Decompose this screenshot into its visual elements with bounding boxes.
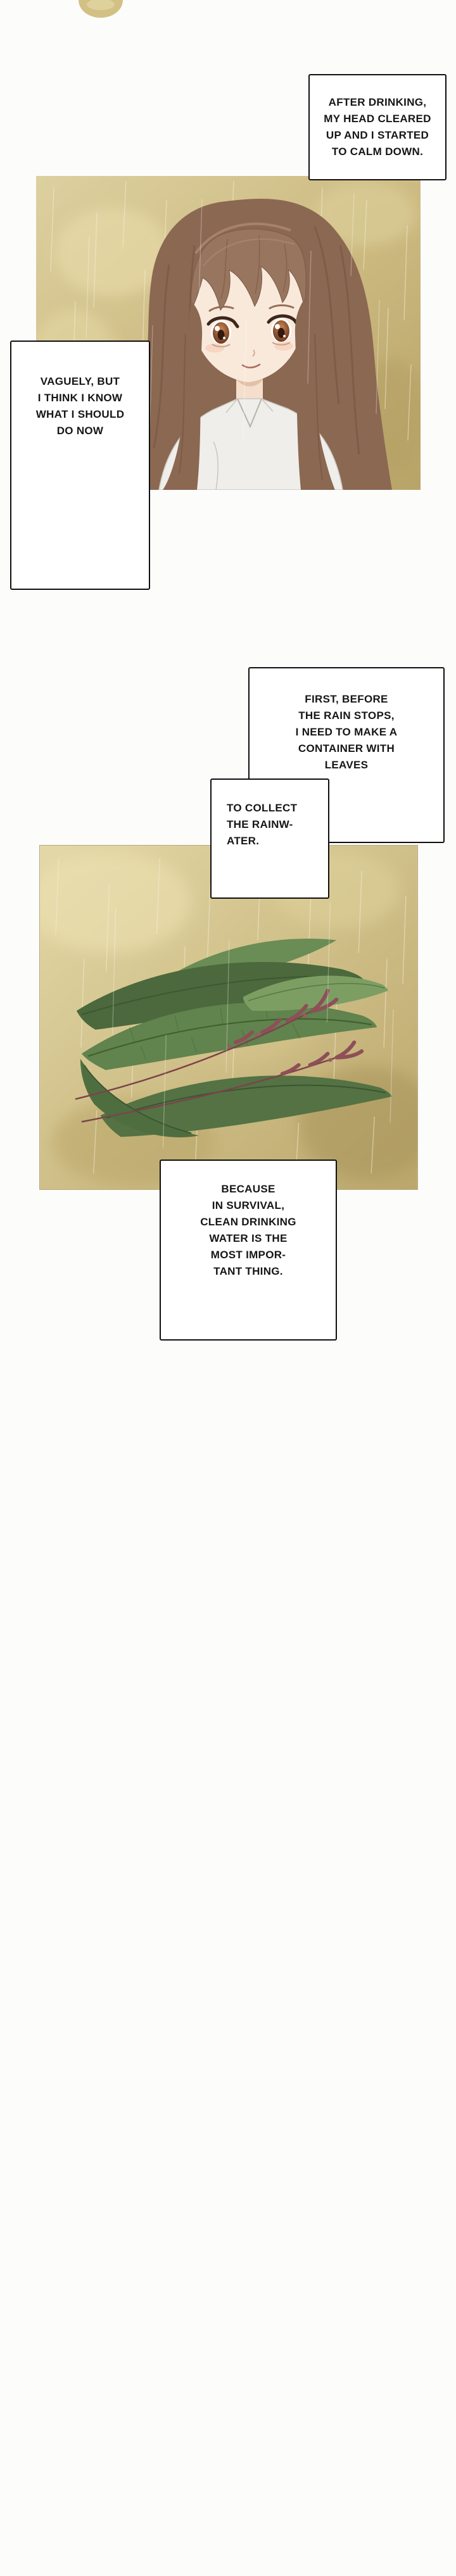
rain-lines-front — [86, 193, 380, 441]
narration-box-survival-water: BECAUSE IN SURVIVAL, CLEAN DRINKING WATE… — [160, 1160, 337, 1341]
leaf-veins — [129, 1001, 312, 1060]
narration-text: TO COLLECT THE RAINW- ATER. — [227, 802, 298, 847]
hair-highlight — [194, 222, 295, 266]
flower-buds — [227, 1014, 332, 1062]
front-strand-shading — [179, 334, 323, 480]
rain-lines-front — [112, 902, 394, 1149]
flower-spikes — [75, 989, 364, 1123]
girl-eyes — [206, 314, 300, 347]
girl-figure — [110, 199, 392, 490]
previous-panel-remnant — [79, 0, 123, 18]
narration-box-after-drinking: AFTER DRINKING, MY HEAD CLEARED UP AND I… — [308, 74, 446, 180]
narration-text: AFTER DRINKING, MY HEAD CLEARED UP AND I… — [324, 96, 431, 158]
narration-box-vaguely: VAGUELY, BUT I THINK I KNOW WHAT I SHOUL… — [10, 341, 150, 590]
girl-shirt — [158, 398, 343, 490]
narration-text: BECAUSE IN SURVIVAL, CLEAN DRINKING WATE… — [200, 1183, 296, 1277]
narration-text: FIRST, BEFORE THE RAIN STOPS, I NEED TO … — [295, 693, 398, 771]
girl-nose — [252, 349, 255, 357]
girl-hair-left-strand — [163, 301, 203, 490]
girl-bangs — [191, 228, 307, 311]
narration-box-collect-rainwater: TO COLLECT THE RAINW- ATER. — [210, 778, 329, 899]
narration-text: VAGUELY, BUT I THINK I KNOW WHAT I SHOUL… — [35, 375, 125, 437]
bangs-strands — [220, 235, 288, 299]
panel-girl-in-rain — [36, 176, 421, 490]
leaf-cluster — [76, 938, 393, 1138]
girl-hair-right-strand — [294, 299, 335, 490]
girl-in-rain-illustration — [36, 176, 421, 490]
girl-mouth — [241, 363, 261, 368]
